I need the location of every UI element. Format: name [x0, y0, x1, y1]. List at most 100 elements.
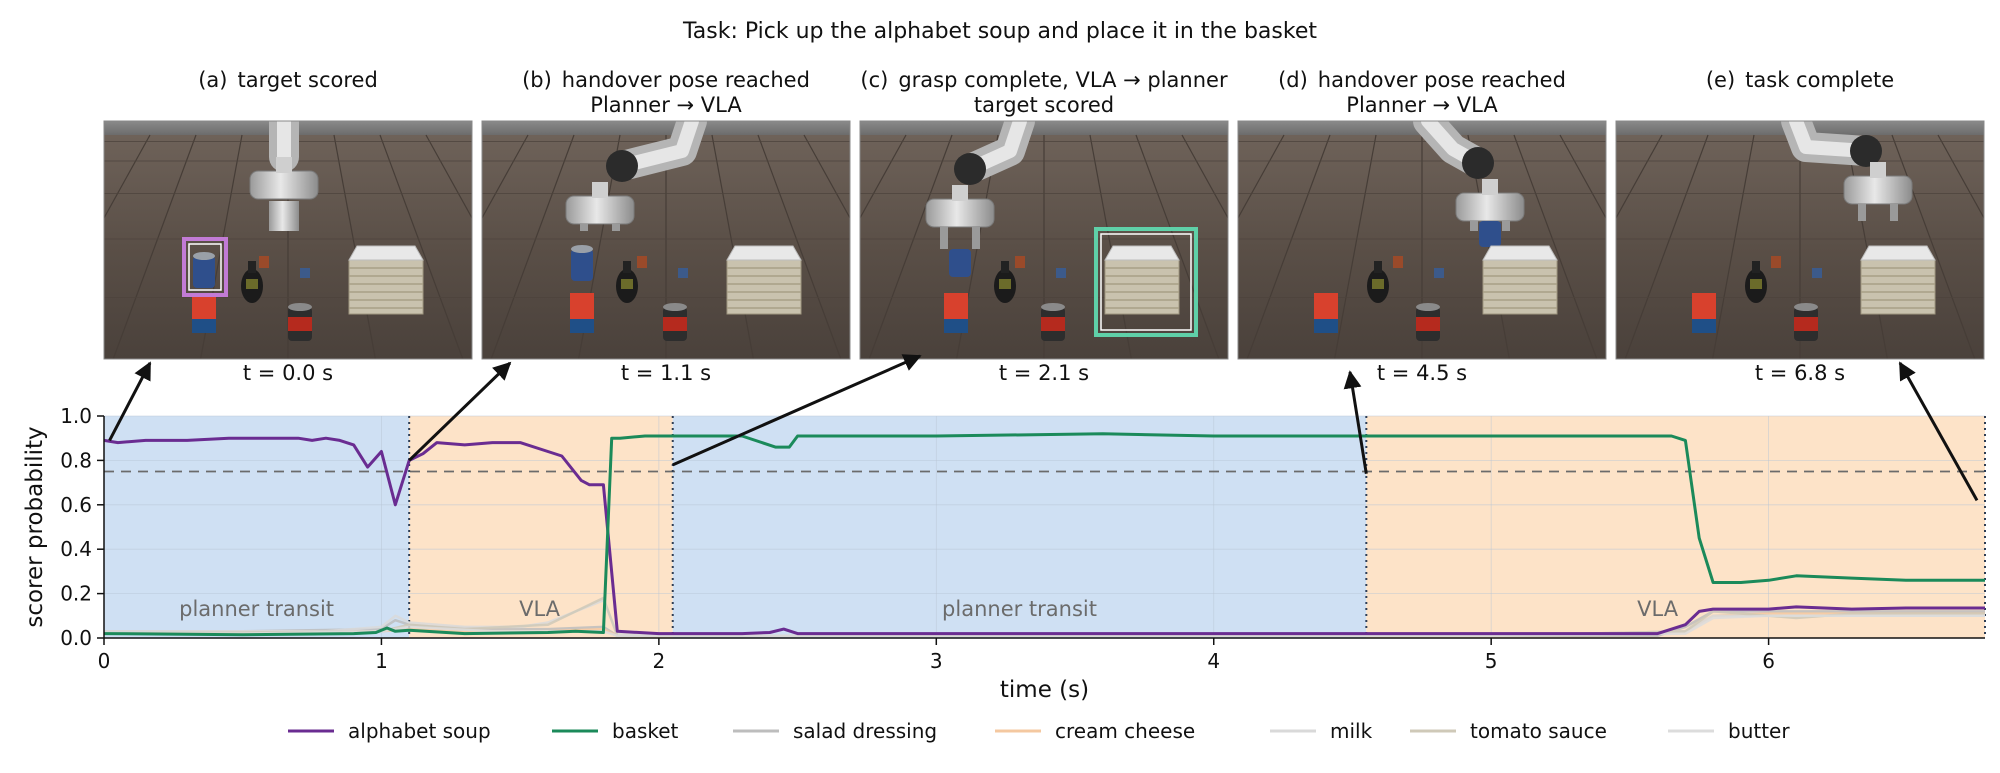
panel-frame: [859, 120, 1229, 360]
phase-region-2: [672, 416, 1367, 638]
phase-label: VLA: [519, 597, 561, 621]
floor-plank: [1334, 134, 1377, 359]
basket-body: [1104, 259, 1180, 315]
legend-label: cream cheese: [1055, 719, 1195, 743]
floor-plank: [868, 134, 953, 359]
robot-wrist: [592, 182, 608, 198]
milk-carton-bottom: [944, 319, 968, 333]
robot-wrist: [952, 185, 968, 201]
scene-panel-b: [482, 121, 850, 359]
basket-liner: [1860, 245, 1936, 261]
y-axis-label: scorer probability: [22, 426, 48, 627]
panel-timestamp: t = 2.1 s: [999, 361, 1089, 385]
panel-title: (a)target scored: [198, 68, 378, 92]
floor-plank: [1238, 134, 1285, 220]
floor-plank: [1616, 134, 1663, 220]
salad-dressing-neck: [1001, 261, 1009, 273]
series-line-butter: [104, 614, 1985, 638]
floor-plank: [490, 134, 575, 359]
milk-carton-bottom: [570, 319, 594, 333]
basket-body: [726, 259, 802, 315]
scene-panel-e: [1616, 121, 1984, 359]
annotation-arrows: [108, 354, 1979, 502]
panel-title-line: handover pose reached: [1318, 68, 1566, 92]
panel-frame: [103, 120, 473, 360]
robot-joint: [1850, 135, 1882, 167]
milk-carton-bottom: [1314, 319, 1338, 333]
series-line-alphabet-soup: [103, 436, 1985, 636]
x-tick-label: 0: [98, 649, 111, 673]
basket-body: [1860, 259, 1936, 315]
floor-plank: [0, 135, 58, 359]
y-tick-label: 1.0: [60, 404, 92, 428]
x-tick-label: 2: [653, 649, 666, 673]
floor-plank: [1712, 134, 1755, 359]
legend-label: alphabet soup: [348, 719, 491, 743]
scene-wall: [482, 121, 850, 135]
butter-box: [300, 268, 310, 278]
tomato-sauce-label: [1794, 317, 1818, 331]
basket-highlight-inner: [1100, 233, 1192, 331]
floor-plank: [860, 134, 907, 220]
legend-label: tomato sauce: [1470, 719, 1607, 743]
floor-plank: [711, 134, 754, 359]
butter-box: [1434, 268, 1444, 278]
robot-hand: [565, 195, 635, 225]
x-tick-label: 5: [1485, 649, 1498, 673]
phase-label: planner transit: [179, 597, 334, 621]
tomato-sauce-lid: [288, 303, 312, 311]
robot-hand: [1455, 192, 1525, 222]
cream-cheese-box: [637, 256, 647, 268]
robot-hand: [249, 170, 319, 200]
floor-plank: [333, 134, 376, 359]
robot-arm-highlight: [1789, 121, 1873, 158]
panel-title-line: grasp complete, VLA → planner: [898, 68, 1228, 92]
cream-cheese-box: [1771, 256, 1781, 268]
panel-timestamp: t = 0.0 s: [243, 361, 333, 385]
salad-dressing-label: [621, 279, 633, 289]
scene-wall: [860, 121, 1228, 135]
tomato-sauce-lid: [663, 303, 687, 311]
series-line-basket: [103, 432, 1985, 637]
alphabet-soup-highlight-inner: [188, 243, 222, 291]
floor-plank: [1181, 134, 1228, 220]
salad-dressing-label: [999, 279, 1011, 289]
panel-title: (e)task complete: [1706, 68, 1894, 92]
arrow-to-panel-b: [408, 361, 512, 462]
y-tick-label: 0.4: [60, 537, 92, 561]
legend-label: basket: [612, 719, 679, 743]
cream-cheese-box: [1015, 256, 1025, 268]
floor-plank: [1135, 134, 1220, 359]
robot-arm-highlight: [615, 121, 699, 173]
panel-label: (e): [1706, 68, 1735, 92]
floor-plank: [104, 134, 151, 220]
floor-plank: [1559, 134, 1606, 220]
robot-finger-right: [1502, 221, 1510, 231]
tomato-sauce-lid: [1794, 303, 1818, 311]
panel-title-line: target scored: [237, 68, 377, 92]
robot-wrist: [276, 157, 292, 173]
basket-liner: [1104, 245, 1180, 261]
panel-label: (d): [1278, 68, 1308, 92]
salad-dressing-neck: [623, 261, 631, 273]
panel-timestamp: t = 1.1 s: [621, 361, 711, 385]
robot-joint: [954, 153, 986, 185]
floor-plank: [1624, 134, 1709, 359]
cream-cheese-box: [259, 256, 269, 268]
panel-title: (c)grasp complete, VLA → planner: [860, 68, 1228, 92]
alphabet-soup-lid: [193, 252, 215, 260]
robot-joint: [606, 150, 638, 182]
floor-plank: [1937, 134, 1984, 220]
salad-dressing-neck: [248, 261, 256, 273]
phase-region-1: [409, 416, 673, 638]
butter-box: [1812, 268, 1822, 278]
figure-title: Task: Pick up the alphabet soup and plac…: [682, 19, 1317, 44]
y-tick-label: 0.0: [60, 626, 92, 650]
floor-plank: [482, 134, 529, 220]
panel-subtitle: target scored: [974, 93, 1114, 117]
tomato-sauce-label: [1416, 317, 1440, 331]
butter-box: [678, 268, 688, 278]
arrow-to-panel-c: [672, 354, 922, 467]
